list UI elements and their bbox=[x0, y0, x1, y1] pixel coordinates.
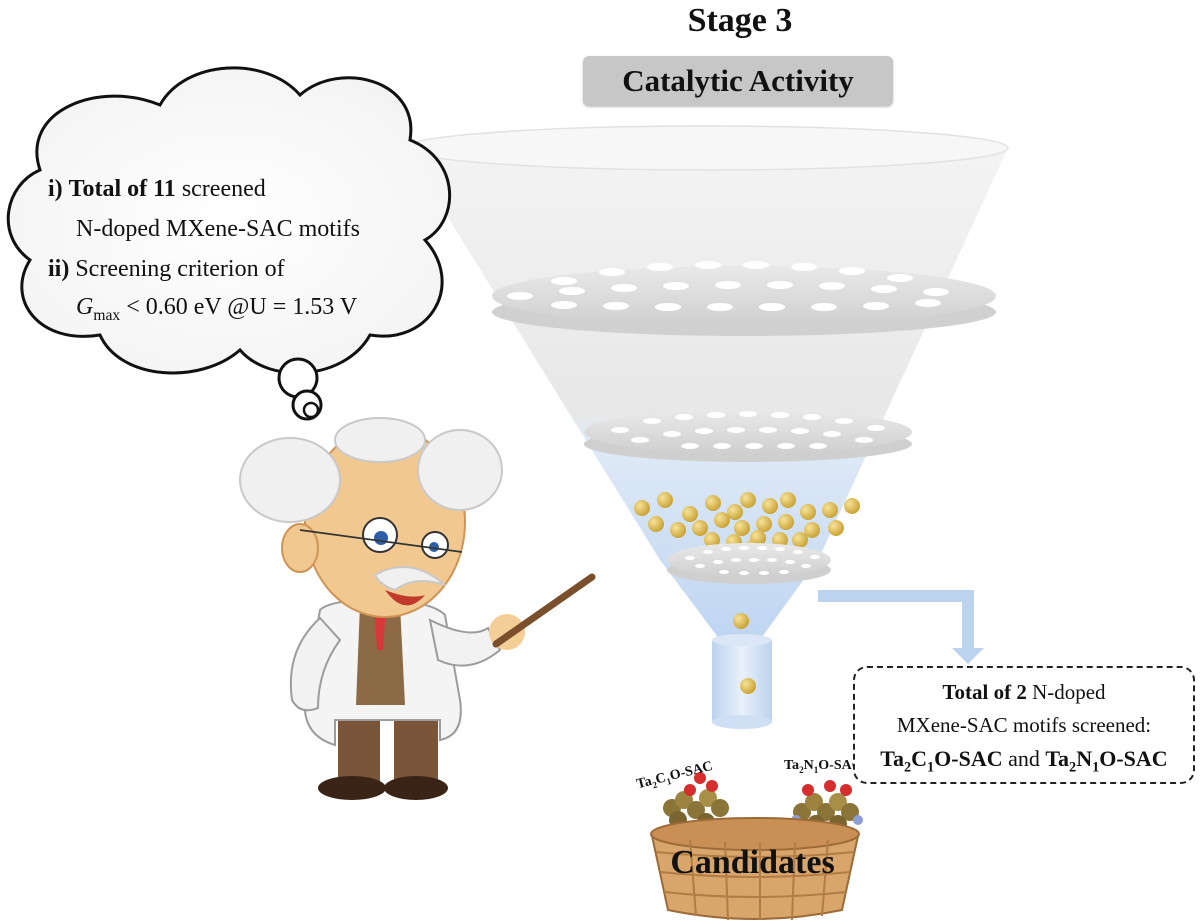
result-box: Total of 2 N-doped MXene-SAC motifs scre… bbox=[853, 666, 1195, 784]
result-line-2: MXene-SAC motifs screened: bbox=[896, 713, 1152, 737]
sieve-disc-small bbox=[667, 543, 831, 584]
cloud-line-1: i) Total of 11 screened bbox=[48, 176, 266, 202]
cloud-line-3: ii) Screening criterion of bbox=[48, 256, 285, 282]
falling-particles bbox=[733, 613, 756, 694]
sieve-disc-medium bbox=[584, 410, 912, 462]
candidates-basket bbox=[650, 817, 860, 921]
result-line-3: Ta2C1O-SAC and Ta2N1O-SAC bbox=[880, 746, 1168, 776]
professor-character bbox=[239, 417, 596, 800]
result-line-1: Total of 2 N-doped bbox=[942, 680, 1106, 704]
cloud-line-4: Gmax < 0.60 eV @U = 1.53 V bbox=[76, 294, 358, 324]
molecule-label-2: Ta2N1O-SAC bbox=[784, 758, 862, 775]
criterion-box: Catalytic Activity bbox=[583, 56, 893, 106]
thought-cloud bbox=[6, 66, 452, 421]
candidates-label: Candidates bbox=[670, 844, 835, 881]
sieve-disc-large bbox=[492, 261, 996, 336]
cloud-line-2: N-doped MXene-SAC motifs bbox=[76, 216, 360, 242]
output-arrow bbox=[818, 590, 984, 664]
stage-title: Stage 3 bbox=[687, 2, 793, 39]
